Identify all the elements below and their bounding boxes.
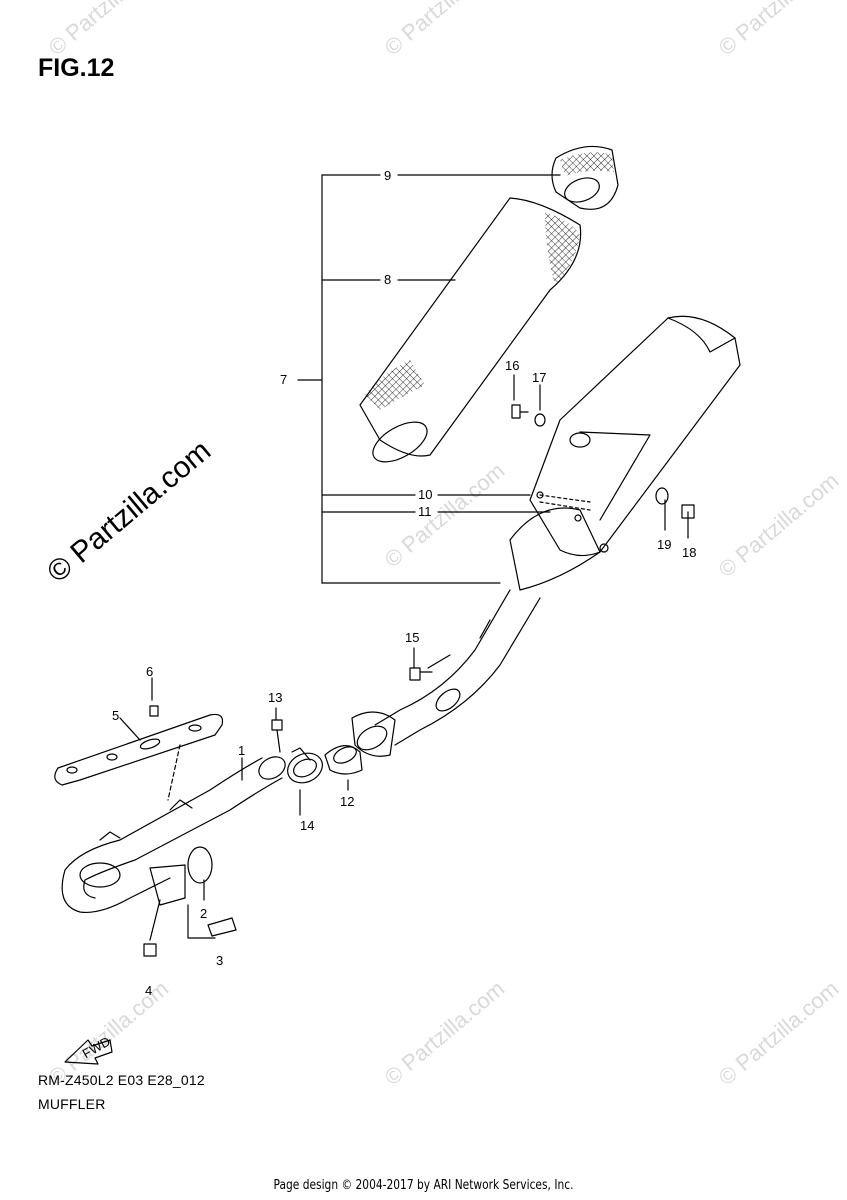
- callout-13: 13: [268, 690, 282, 705]
- part-5-heat-shield: [54, 713, 224, 786]
- figure-title: FIG.12: [38, 54, 115, 82]
- muffler-body: [509, 315, 741, 591]
- part-8-muffler-sleeve: [359, 197, 582, 463]
- diagram-code: RM-Z450L2 E03 E28_012: [38, 1072, 205, 1088]
- callout-6: 6: [146, 664, 153, 679]
- callout-7: 7: [280, 372, 287, 387]
- callout-9: 9: [384, 168, 391, 183]
- callout-12: 12: [340, 794, 354, 809]
- footer-copyright: Page design © 2004-2017 by ARI Network S…: [273, 1178, 574, 1193]
- callout-3: 3: [216, 953, 223, 968]
- callout-8: 8: [384, 272, 391, 287]
- callout-2: 2: [200, 906, 207, 921]
- callout-17: 17: [532, 370, 546, 385]
- callout-11: 11: [418, 504, 432, 519]
- callout-4: 4: [145, 983, 152, 998]
- part-1-header-pipe: [61, 744, 286, 914]
- callout-15: 15: [405, 630, 419, 645]
- mid-pipe: [351, 589, 541, 757]
- leader-lines: [119, 174, 689, 941]
- callout-16: 16: [505, 358, 519, 373]
- callout-10: 10: [418, 487, 432, 502]
- callout-18: 18: [682, 545, 696, 560]
- diagram-name: MUFFLER: [38, 1096, 106, 1112]
- callout-labels: 1 2 3 4 5 6 7 8 9 10 11 12 13 14 15 16 1…: [80, 168, 697, 1061]
- part-9-end-cap: [551, 145, 619, 210]
- callout-14: 14: [300, 818, 314, 833]
- small-fasteners: [143, 404, 695, 957]
- fwd-arrow: [64, 1039, 113, 1065]
- clamp-and-gasket: [287, 745, 363, 784]
- assembly-bracket: [297, 174, 501, 584]
- callout-5: 5: [112, 708, 119, 723]
- callout-1: 1: [238, 743, 245, 758]
- callout-19: 19: [657, 537, 671, 552]
